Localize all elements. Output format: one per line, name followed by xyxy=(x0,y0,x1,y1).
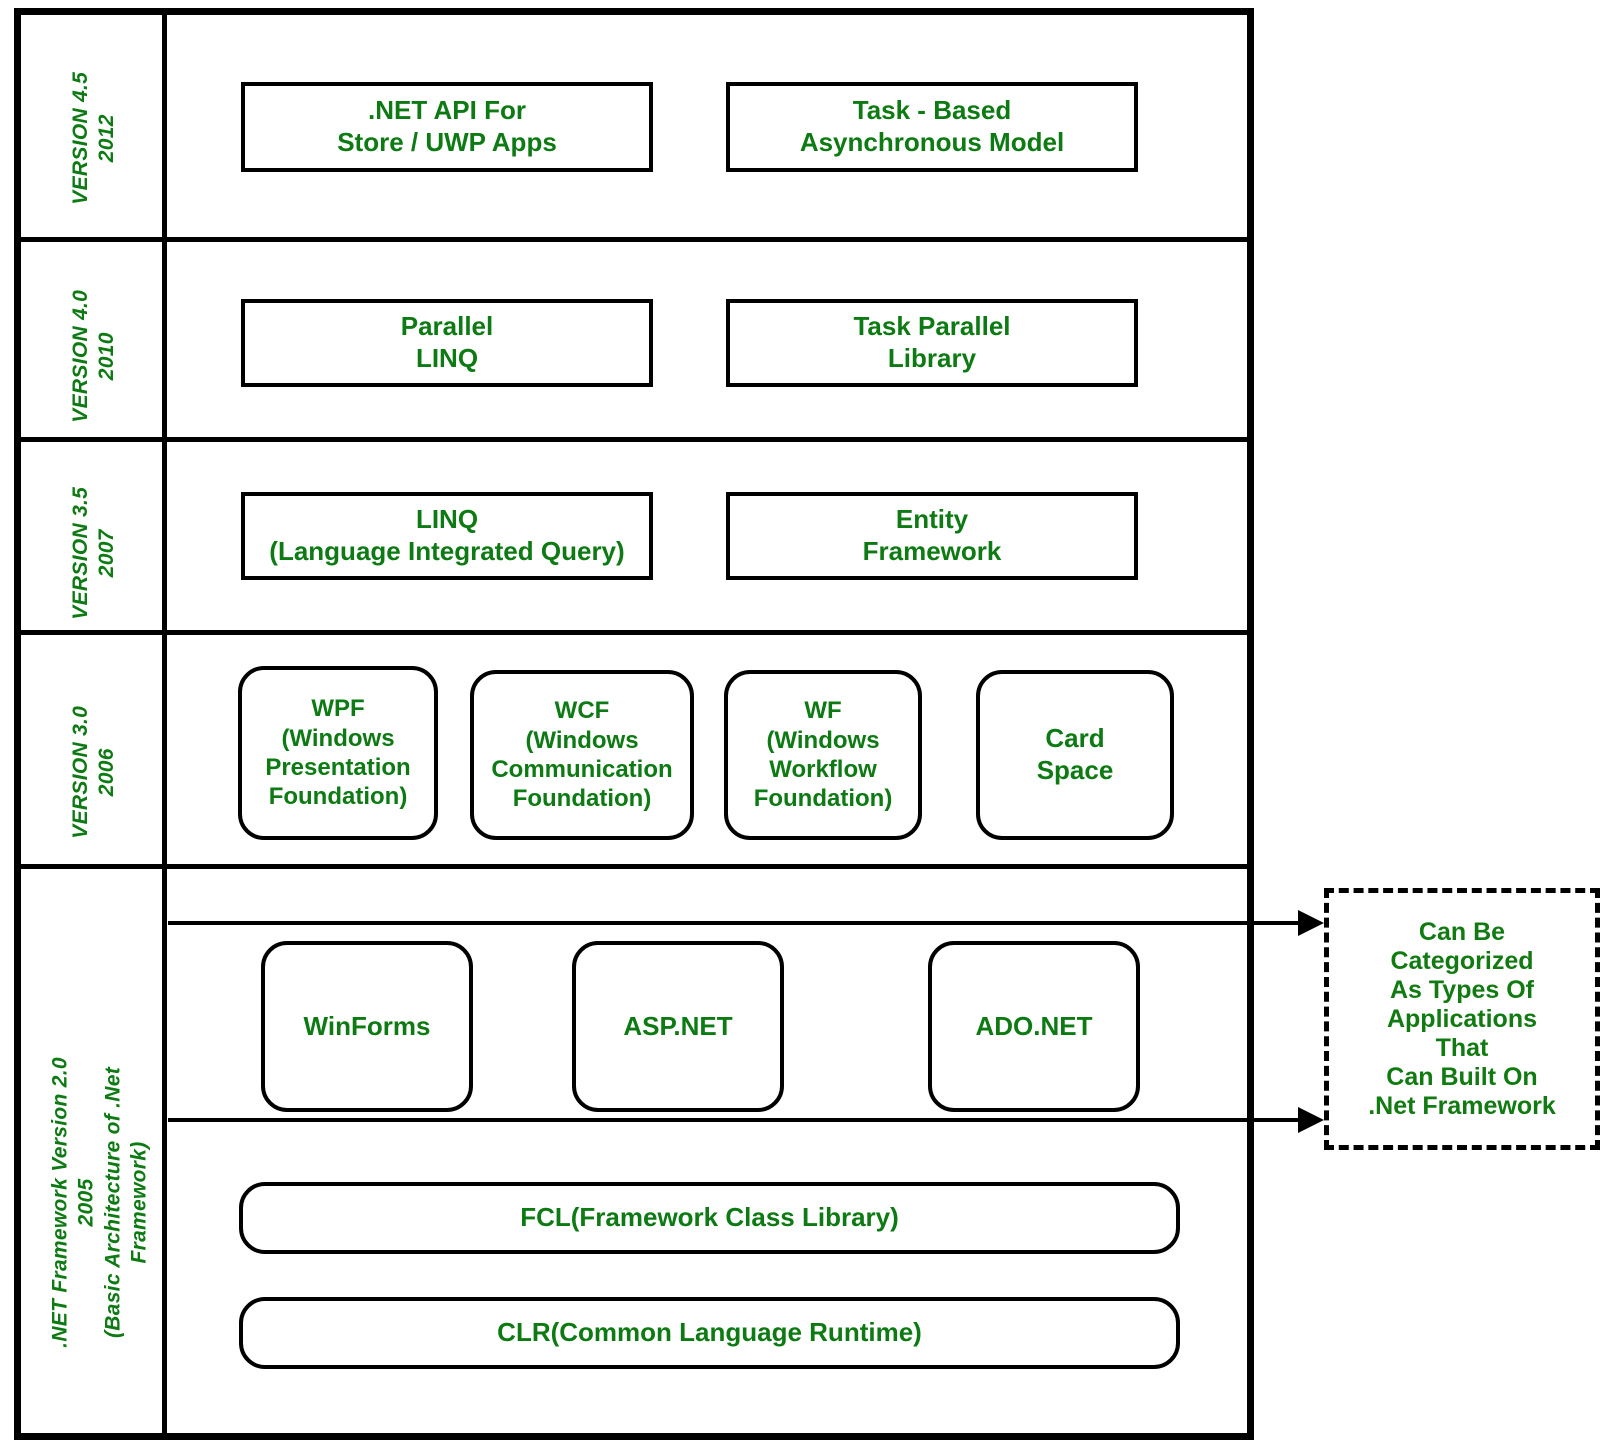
box-clr[interactable]: CLR(Common Language Runtime) xyxy=(239,1297,1180,1369)
box-net-api-store-uwp[interactable]: .NET API For Store / UWP Apps xyxy=(241,82,653,172)
box-wpf[interactable]: WPF (Windows Presentation Foundation) xyxy=(238,666,438,840)
sidebar-label-version-4-0: VERSION 4.0 2010 xyxy=(68,289,118,423)
application-types-callout[interactable]: Can Be Categorized As Types Of Applicati… xyxy=(1324,888,1600,1150)
row-separator-v45-v40 xyxy=(14,237,1254,242)
sidebar-label-version-4-5: VERSION 4.5 2012 xyxy=(68,71,118,205)
row-separator-v35-v30 xyxy=(14,630,1254,635)
box-asp-net[interactable]: ASP.NET xyxy=(572,941,784,1112)
box-ado-net[interactable]: ADO.NET xyxy=(928,941,1140,1112)
box-linq[interactable]: LINQ (Language Integrated Query) xyxy=(241,492,653,580)
box-parallel-linq[interactable]: Parallel LINQ xyxy=(241,299,653,387)
arrow-apps-bottom-head xyxy=(1298,1107,1324,1133)
sidebar-label-version-3-0: VERSION 3.0 2006 xyxy=(68,705,118,839)
box-card-space[interactable]: Card Space xyxy=(976,670,1174,840)
sidebar-label-version-2-0: .NET Framework Version 2.0 2005 (Basic A… xyxy=(48,1057,151,1348)
box-wcf[interactable]: WCF (Windows Communication Foundation) xyxy=(470,670,694,840)
box-task-parallel-library[interactable]: Task Parallel Library xyxy=(726,299,1138,387)
arrow-apps-bottom-line xyxy=(168,1118,1308,1122)
arrow-apps-top-head xyxy=(1298,910,1324,936)
arrow-apps-top-line xyxy=(168,921,1308,925)
box-fcl[interactable]: FCL(Framework Class Library) xyxy=(239,1182,1180,1254)
sidebar-label-version-3-5: VERSION 3.5 2007 xyxy=(68,486,118,620)
row-separator-v30-v20 xyxy=(14,864,1254,869)
box-entity-framework[interactable]: Entity Framework xyxy=(726,492,1138,580)
box-task-based-async-model[interactable]: Task - Based Asynchronous Model xyxy=(726,82,1138,172)
box-wf[interactable]: WF (Windows Workflow Foundation) xyxy=(724,670,922,840)
box-winforms[interactable]: WinForms xyxy=(261,941,473,1112)
sidebar-column-divider xyxy=(162,8,167,1440)
row-separator-v40-v35 xyxy=(14,437,1254,442)
